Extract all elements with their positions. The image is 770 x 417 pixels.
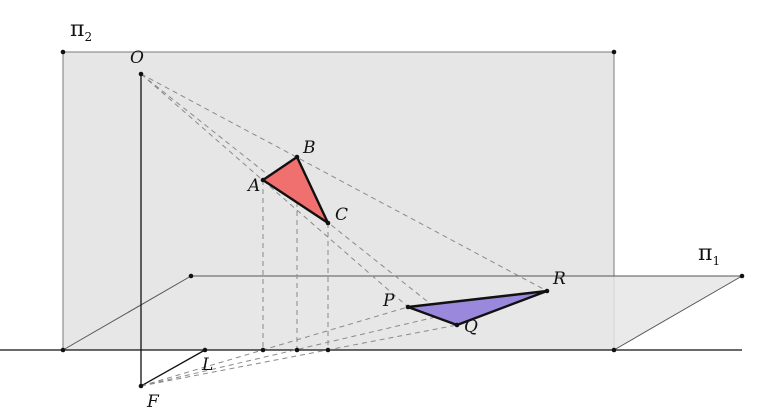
- triangle-abc: [261, 155, 330, 225]
- label-o: O: [130, 48, 144, 68]
- label-p: P: [382, 291, 395, 311]
- dashed-o-r: [140, 73, 548, 292]
- dashed-f-r: [140, 290, 548, 387]
- plane-pi1-left-edge: [62, 275, 192, 351]
- point-a: [260, 177, 266, 183]
- point-c: [325, 220, 331, 226]
- label-pi1: π1: [698, 241, 720, 268]
- label-r: R: [552, 269, 566, 289]
- point-f: [138, 383, 144, 389]
- line-fl: [140, 349, 206, 387]
- label-pi2: π2: [70, 17, 92, 44]
- corner-pi2-top-left: [60, 49, 66, 55]
- dashed-f-p: [140, 306, 409, 387]
- point-l: [202, 347, 208, 353]
- foot-b: [294, 347, 300, 353]
- foot-a: [260, 347, 266, 353]
- corner-pi2-bottom-left: [60, 347, 66, 353]
- foot-c: [325, 347, 331, 353]
- label-a: A: [246, 176, 260, 196]
- plane-pi1: [63, 276, 742, 350]
- label-l: L: [201, 355, 213, 375]
- point-q: [454, 322, 460, 328]
- point-r: [544, 288, 550, 294]
- corner-pi1-back-right: [739, 273, 745, 279]
- label-q: Q: [464, 317, 478, 337]
- triangle-pqr: [406, 289, 549, 327]
- plane-pi1-right-edge: [613, 275, 743, 351]
- corner-pi1-back-left: [188, 273, 194, 279]
- point-p: [405, 304, 411, 310]
- point-o: [138, 71, 144, 77]
- label-f: F: [146, 392, 160, 412]
- corner-pi2-top-right: [611, 49, 617, 55]
- label-c: C: [335, 205, 348, 225]
- corner-pi2-bottom-right: [611, 347, 617, 353]
- label-b: B: [302, 138, 316, 158]
- point-b: [294, 154, 300, 160]
